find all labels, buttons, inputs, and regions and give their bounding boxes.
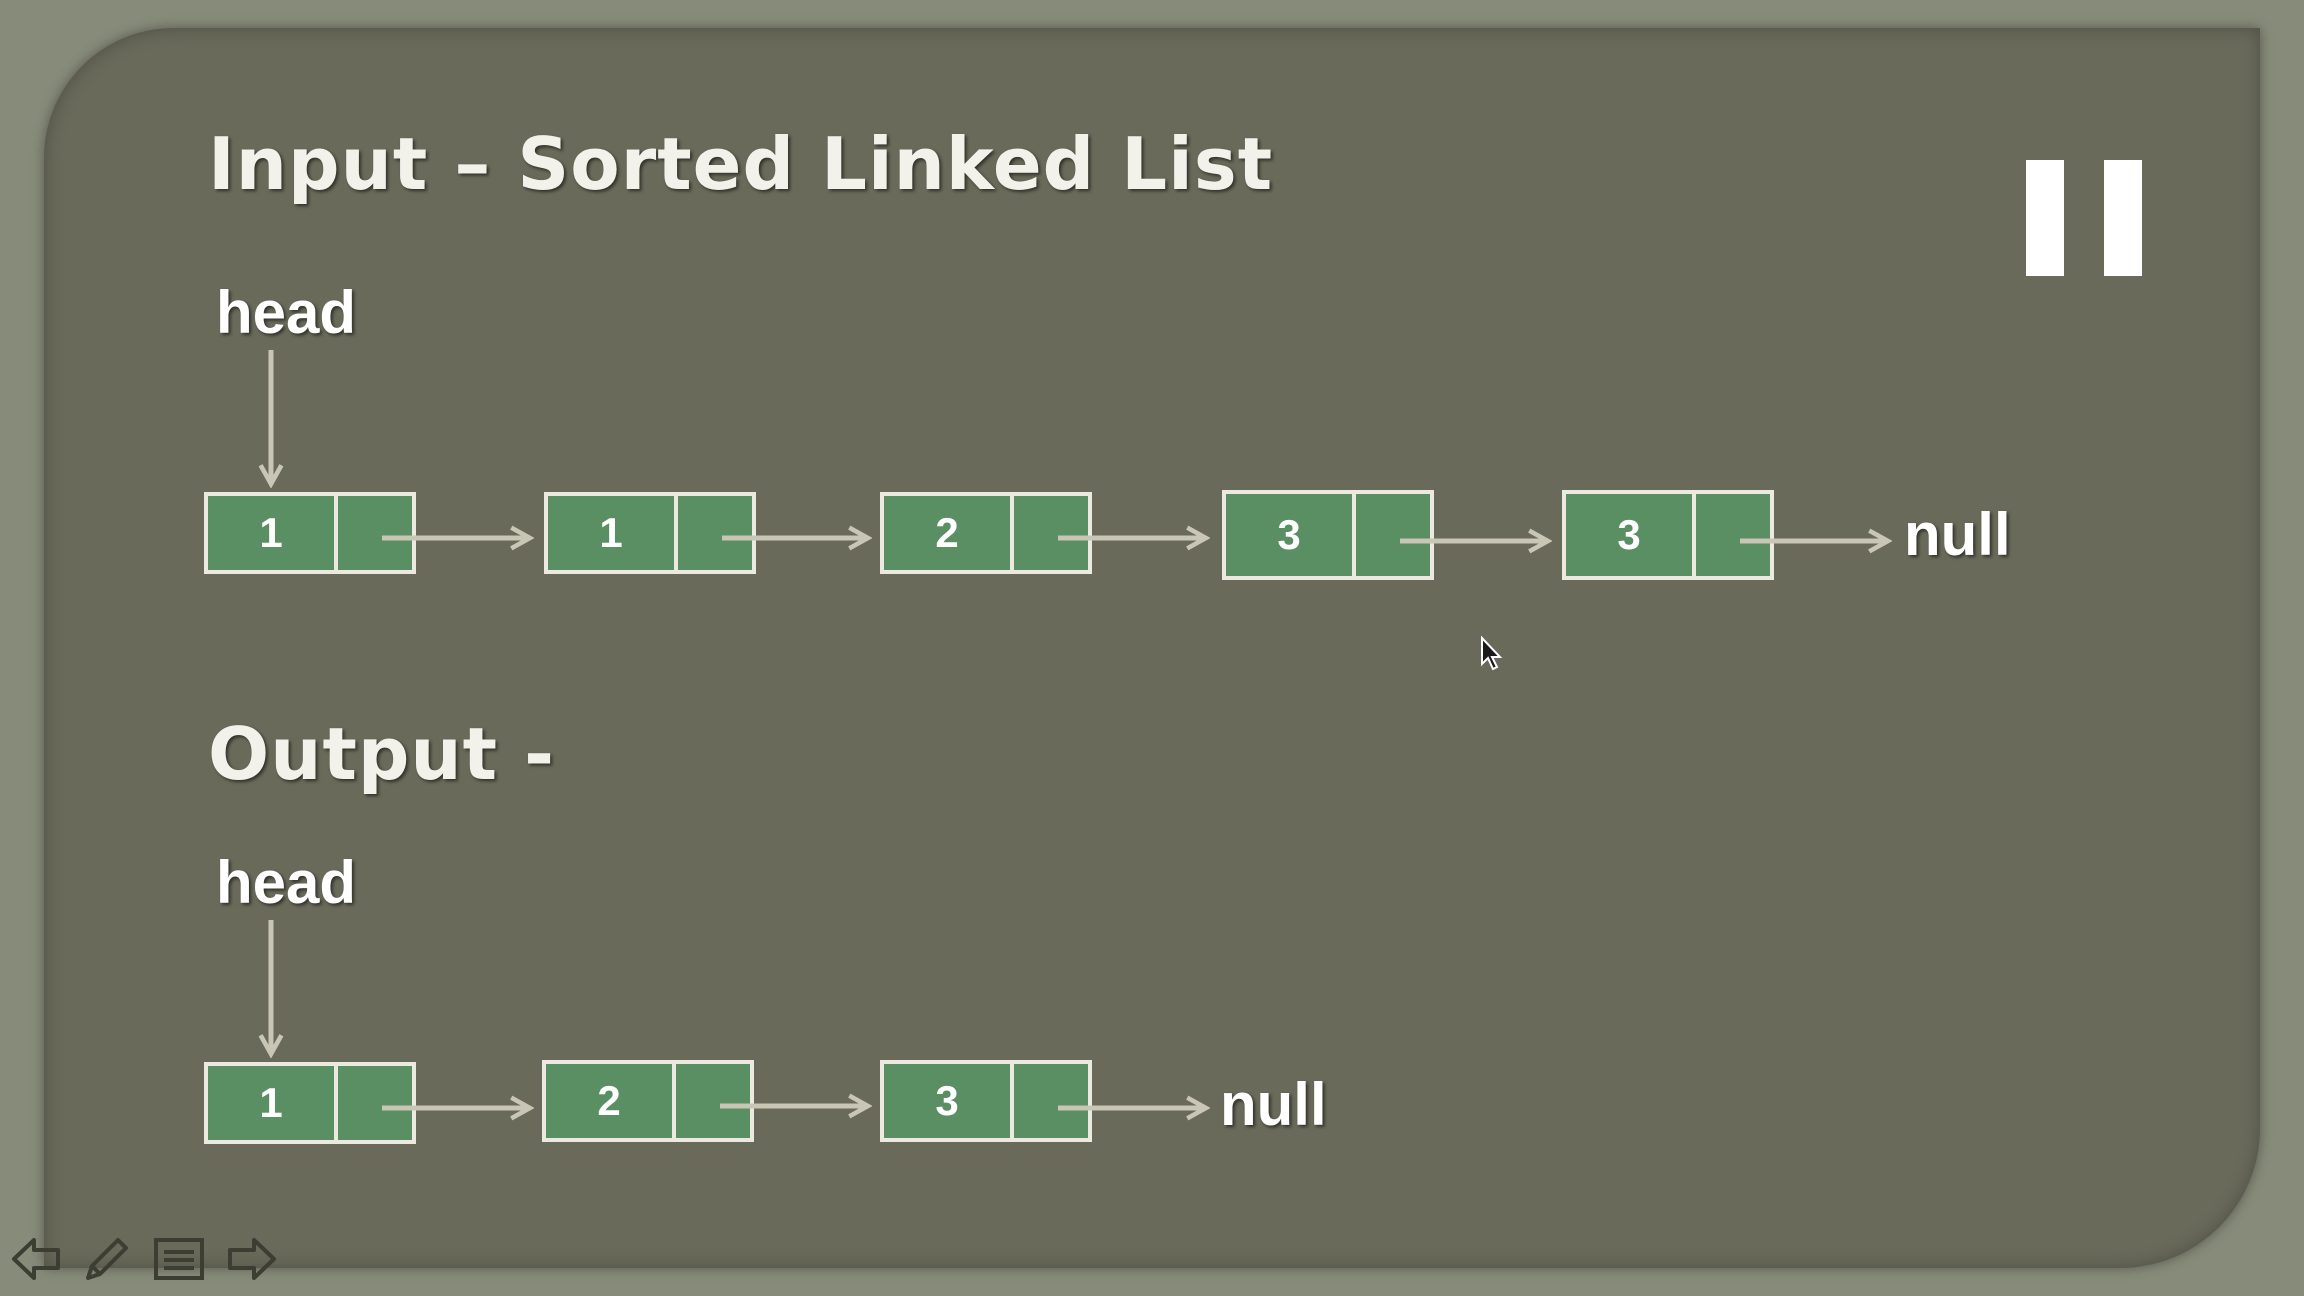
- output-null-label: null: [1220, 1071, 1327, 1138]
- output-node: 2: [542, 1060, 754, 1142]
- node-value: 3: [1226, 494, 1356, 576]
- slide-canvas: [44, 28, 2260, 1268]
- input-node: 1: [544, 492, 756, 574]
- pen-icon[interactable]: [80, 1232, 134, 1286]
- mouse-cursor-icon: [1481, 636, 1503, 671]
- input-node: 3: [1222, 490, 1434, 580]
- output-title: Output -: [208, 712, 556, 796]
- node-value: 3: [1566, 494, 1696, 576]
- output-head-label: head: [216, 849, 357, 916]
- node-value: 1: [548, 496, 678, 570]
- pause-bar: [2026, 160, 2064, 276]
- input-node: 1: [204, 492, 416, 574]
- node-value: 1: [208, 1066, 338, 1140]
- input-null-label: null: [1904, 501, 2011, 568]
- input-title: Input – Sorted Linked List: [208, 122, 1274, 206]
- node-value: 3: [884, 1064, 1014, 1138]
- menu-icon[interactable]: [152, 1232, 206, 1286]
- previous-icon[interactable]: [10, 1232, 64, 1286]
- input-node: 2: [880, 492, 1092, 574]
- input-node: 3: [1562, 490, 1774, 580]
- input-head-label: head: [216, 279, 357, 346]
- node-value: 2: [884, 496, 1014, 570]
- node-value: 2: [546, 1064, 676, 1138]
- output-node: 1: [204, 1062, 416, 1144]
- pause-bar: [2104, 160, 2142, 276]
- next-icon[interactable]: [224, 1232, 278, 1286]
- node-value: 1: [208, 496, 338, 570]
- output-node: 3: [880, 1060, 1092, 1142]
